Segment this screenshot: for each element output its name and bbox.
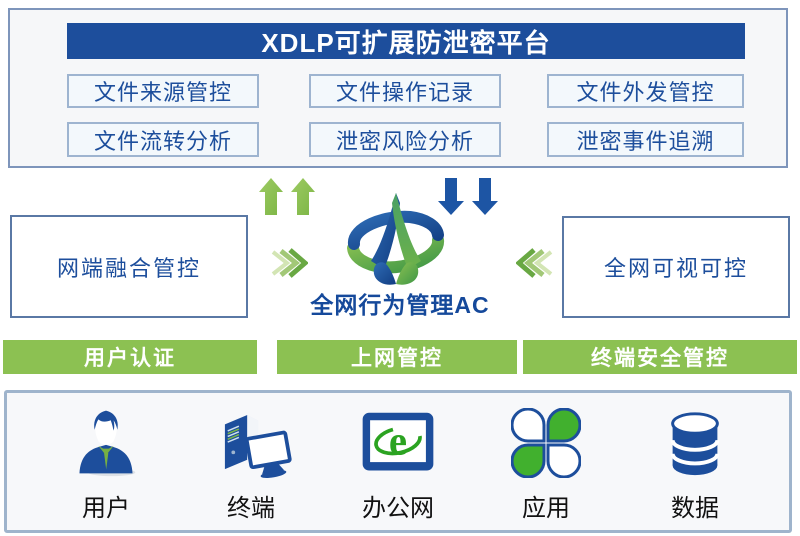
module-leak-event-trace: 泄密事件追溯 [547, 122, 744, 157]
terminal-icon [186, 401, 316, 485]
module-leak-risk-analysis: 泄密风险分析 [309, 122, 501, 157]
bar-internet-access-control: 上网管控 [277, 340, 517, 374]
office-network-icon: e [333, 401, 463, 485]
ac-caption: 全网行为管理AC [310, 292, 490, 318]
browser-e-letter: e [389, 418, 407, 463]
asset-label-terminal: 终端 [227, 495, 275, 522]
chevron-right-icon [270, 246, 309, 285]
platform-title-bar: XDLP可扩展防泄密平台 [67, 23, 745, 59]
asset-label-apps: 应用 [522, 495, 570, 522]
apps-icon [481, 401, 611, 485]
database-icon [630, 401, 760, 485]
bar-endpoint-security-control: 终端安全管控 [523, 340, 797, 374]
ac-logo-icon [344, 190, 448, 295]
module-file-flow-analysis: 文件流转分析 [67, 122, 259, 157]
assets-box: 用户 [4, 390, 792, 533]
asset-label-office-network: 办公网 [362, 495, 434, 522]
asset-label-data: 数据 [671, 495, 719, 522]
right-box-full-network-visibility: 全网可视可控 [562, 216, 790, 318]
bar-user-authentication: 用户认证 [3, 340, 257, 374]
user-icon [41, 401, 171, 485]
asset-user: 用户 [41, 401, 171, 523]
asset-office-network: e 办公网 [333, 401, 463, 523]
down-arrows-icon [438, 178, 504, 221]
up-arrows-icon [259, 178, 321, 221]
chevron-left-icon [515, 246, 554, 285]
asset-label-user: 用户 [82, 495, 130, 522]
platform-title: XDLP可扩展防泄密平台 [261, 27, 551, 58]
asset-apps: 应用 [481, 401, 611, 523]
platform-box: XDLP可扩展防泄密平台 文件来源管控 文件操作记录 文件外发管控 文件流转分析… [8, 8, 788, 168]
left-box-network-endpoint-fusion: 网端融合管控 [10, 215, 248, 318]
asset-terminal: 终端 [186, 401, 316, 523]
module-file-operation-log: 文件操作记录 [309, 74, 501, 108]
module-file-outgoing-control: 文件外发管控 [547, 74, 744, 108]
module-file-source-control: 文件来源管控 [67, 74, 259, 108]
asset-data: 数据 [630, 401, 760, 523]
